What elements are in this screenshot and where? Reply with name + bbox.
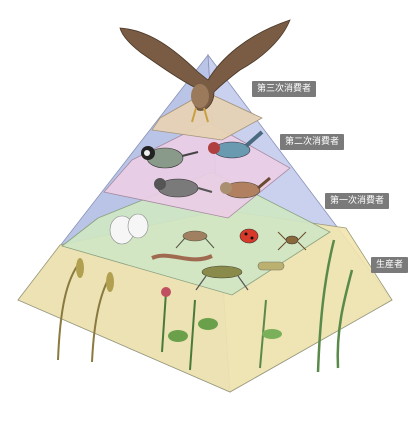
producer-label: 生産者 xyxy=(371,257,408,273)
caterpillar-icon xyxy=(258,262,284,270)
primary-consumer-label: 第一次消費者 xyxy=(325,193,389,209)
secondary-consumer-label: 第二次消費者 xyxy=(280,134,344,150)
tertiary-consumer-label: 第三次消費者 xyxy=(252,81,316,97)
ladybug-icon xyxy=(240,229,258,243)
